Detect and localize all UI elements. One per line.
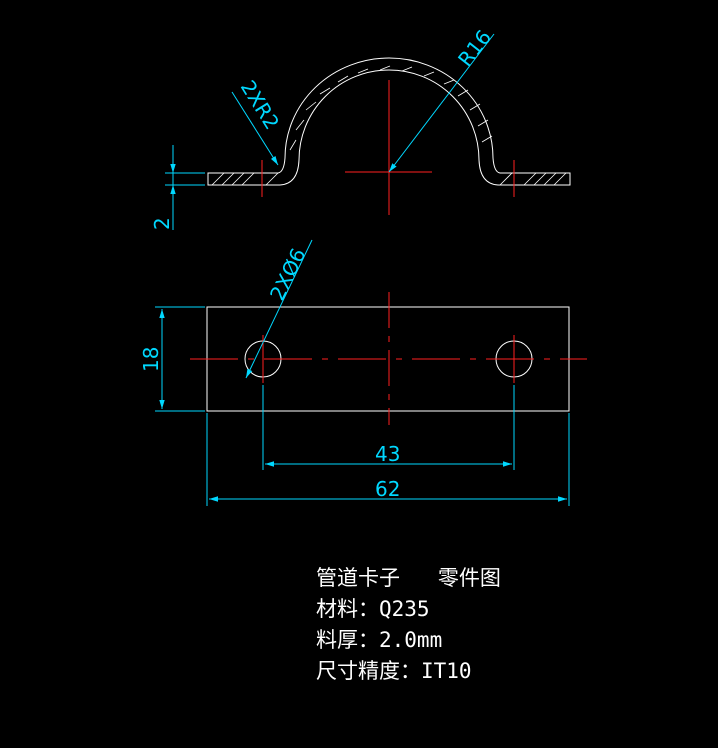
spacing-label: 43	[375, 442, 400, 466]
notes-tolerance: 尺寸精度：IT10	[316, 659, 472, 683]
top-view	[190, 292, 587, 425]
notes-thickness: 料厚：2.0mm	[316, 628, 443, 652]
thickness-label: 2	[150, 217, 174, 230]
notes-material: 材料：Q235	[316, 597, 430, 621]
front-view	[207, 57, 571, 215]
r2-leader	[231, 91, 279, 166]
r16-leader	[388, 33, 495, 173]
height-label: 18	[139, 347, 163, 372]
left-flange-hatch	[211, 172, 279, 186]
length-label: 62	[375, 477, 400, 501]
phi6-label: 2XØ6	[265, 244, 311, 304]
r16-label: R16	[453, 25, 496, 71]
arch-hatch	[289, 65, 493, 151]
drawing-notes: 管道卡子 零件图 材料：Q235 料厚：2.0mm 尺寸精度：IT10	[316, 563, 501, 687]
top-view-dimensions: 2XØ6 18 43 62	[139, 239, 570, 506]
right-flange-hatch	[499, 172, 567, 186]
arch-outer	[207, 57, 571, 186]
phi6-leader	[245, 239, 313, 379]
r2-label: 2XR2	[236, 76, 284, 134]
notes-title: 管道卡子 零件图	[316, 566, 501, 590]
front-view-dimensions: R16 2XR2 2	[150, 25, 496, 230]
